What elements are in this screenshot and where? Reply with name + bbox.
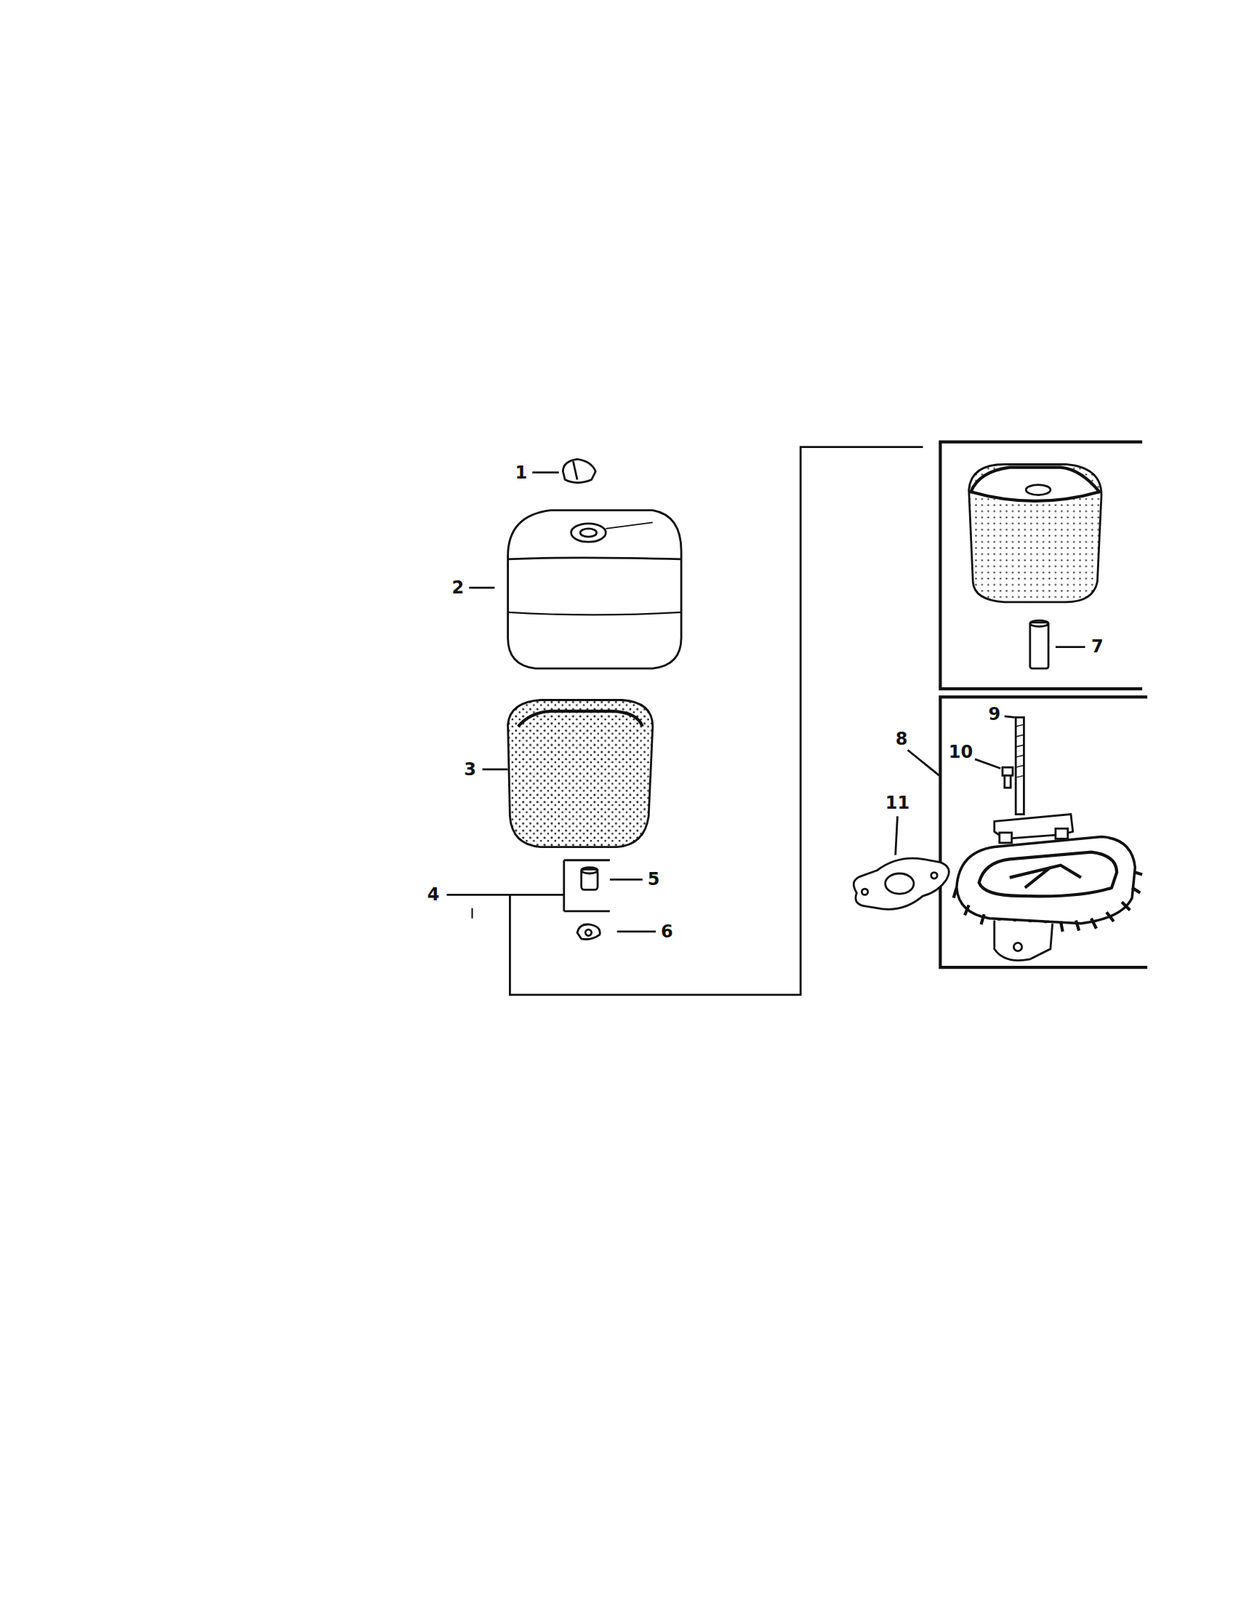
callout-number: 2 (450, 577, 467, 597)
callout-number: 9 (986, 704, 1002, 724)
callout-number: 10 (947, 742, 975, 762)
callout-number: 8 (894, 729, 910, 749)
callout-number: 11 (884, 793, 911, 813)
callout-number: 7 (1089, 636, 1106, 656)
callout-number: 5 (646, 869, 662, 889)
callout-number: 1 (513, 463, 529, 483)
callout-number: 3 (462, 759, 478, 779)
drawing (446, 442, 1148, 995)
callout-number: 6 (659, 921, 675, 941)
callout-number: 4 (426, 884, 442, 904)
